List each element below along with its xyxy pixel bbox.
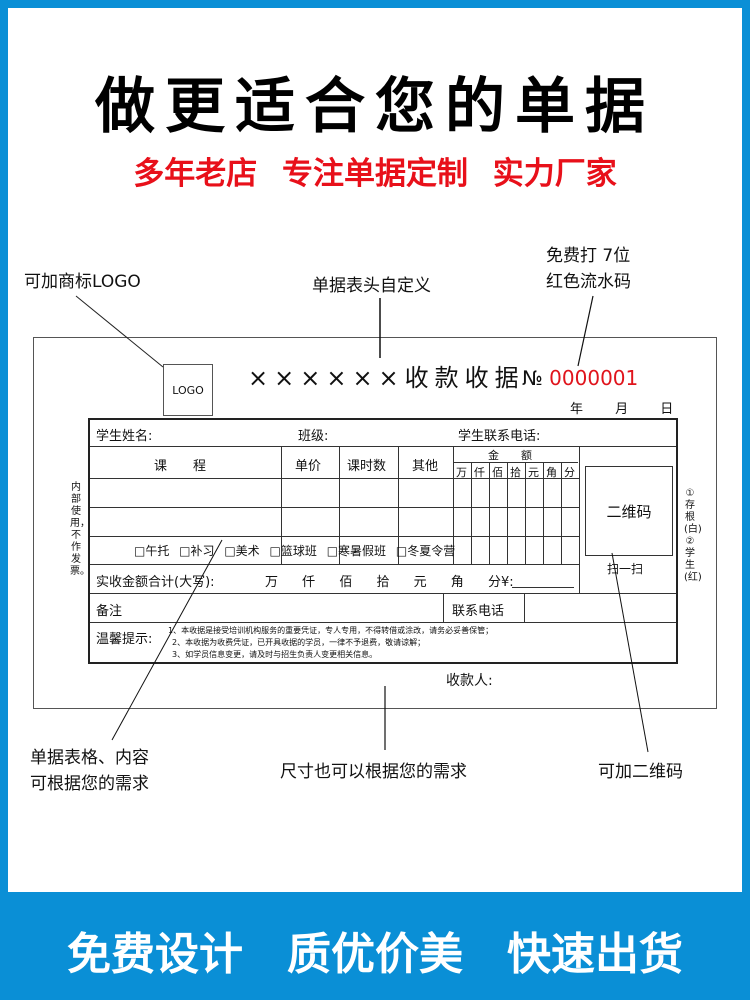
payee-label: 收款人: (446, 673, 493, 689)
annotation-logo: 可加商标LOGO (24, 272, 141, 292)
option-lanqiu[interactable]: □篮球班 (269, 544, 317, 558)
qr-code-box: 二维码 (585, 466, 673, 556)
logo-box: LOGO (163, 364, 213, 416)
footer-item-free-design: 免费设计 (67, 929, 243, 980)
reminder-2: 2、本收据为收费凭证，已开具收据的学员，一律不予退费，敬请谅解； (172, 638, 426, 647)
unit-bai: 佰 (339, 575, 353, 590)
option-meishu[interactable]: □美术 (224, 544, 260, 558)
annotation-qr: 可加二维码 (598, 762, 683, 782)
unit-fen: 分¥: (487, 575, 514, 590)
course-options: □午托 □补习 □美术 □篮球班 □寒暑假班 □冬夏令营 (134, 542, 455, 559)
col-hours: 课时数 (347, 459, 387, 474)
total-units: 万 仟 佰 拾 元 角 分¥: (265, 571, 514, 590)
unit-jiao: 角 (450, 575, 464, 590)
right-side-note: ①存根(白) ②学生(红) (684, 488, 702, 583)
footer-item-quality: 质优价美 (287, 929, 463, 980)
digit-bai: 佰 (492, 466, 510, 479)
annotation-size: 尺寸也可以根据您的需求 (280, 762, 467, 782)
reminder-list: 1、本收据是接受培训机构服务的重要凭证，专人专用，不得转借或涂改，请务必妥善保管… (168, 625, 493, 661)
option-dongxia[interactable]: □冬夏令营 (395, 544, 456, 558)
left-side-note: 内部使用，不作发票。 (70, 482, 90, 577)
annotation-title: 单据表头自定义 (312, 276, 431, 296)
option-buxi[interactable]: □补习 (179, 544, 215, 558)
unit-yuan: 元 (413, 575, 427, 590)
reminder-1: 1、本收据是接受培训机构服务的重要凭证，专人专用，不得转借或涂改，请务必妥善保管… (168, 626, 494, 635)
annotation-table-1: 单据表格、内容 (30, 748, 149, 768)
class-label: 班级: (298, 429, 329, 444)
col-unit-price: 单价 (295, 459, 322, 474)
student-name-label: 学生姓名: (96, 429, 153, 444)
col-digit-labels: 万仟佰拾元角分 (456, 464, 582, 480)
total-label: 实收金额合计(大写): (96, 575, 215, 590)
digit-jiao: 角 (546, 466, 564, 479)
headline: 做更适合您的单据 (95, 72, 655, 142)
col-other: 其他 (412, 459, 439, 474)
unit-qian: 仟 (302, 575, 316, 590)
contact-phone-label: 联系电话 (452, 604, 505, 619)
option-hanshu[interactable]: □寒暑假班 (326, 544, 387, 558)
digit-yuan: 元 (528, 466, 546, 479)
date-line: 年 月 日 (570, 402, 674, 417)
subheadline: 多年老店 专注单据定制 实力厂家 (133, 156, 617, 192)
annotation-serial-1: 免费打 7位 (546, 246, 631, 266)
footer-item-fast-shipping: 快速出货 (507, 929, 683, 980)
reminder-label: 温馨提示: (96, 632, 153, 647)
receipt-frame (33, 337, 717, 709)
serial-value: 0000001 (549, 366, 639, 390)
digit-shi: 拾 (510, 466, 528, 479)
digit-qian: 仟 (474, 466, 492, 479)
receipt-title: ××××××收款收据 (248, 364, 525, 392)
annotation-table-2: 可根据您的需求 (30, 774, 149, 794)
digit-fen: 分 (564, 466, 582, 479)
remarks-label: 备注 (96, 604, 123, 619)
student-phone-label: 学生联系电话: (458, 429, 541, 444)
no-label: № (522, 366, 543, 390)
serial-number: № 0000001 (522, 366, 638, 390)
unit-shi: 拾 (376, 575, 390, 590)
footer-slogans: 免费设计 质优价美 快速出货 (0, 918, 750, 982)
unit-wan: 万 (265, 575, 279, 590)
reminder-3: 3、如学员信息变更，请及时与招生负责人变更相关信息。 (172, 650, 378, 659)
col-course: 课 程 (154, 459, 207, 474)
scan-label: 扫一扫 (607, 562, 644, 576)
annotation-serial-2: 红色流水码 (546, 272, 631, 292)
option-wutuo[interactable]: □午托 (134, 544, 170, 558)
col-amount: 金 额 (488, 449, 532, 462)
digit-wan: 万 (456, 466, 474, 479)
